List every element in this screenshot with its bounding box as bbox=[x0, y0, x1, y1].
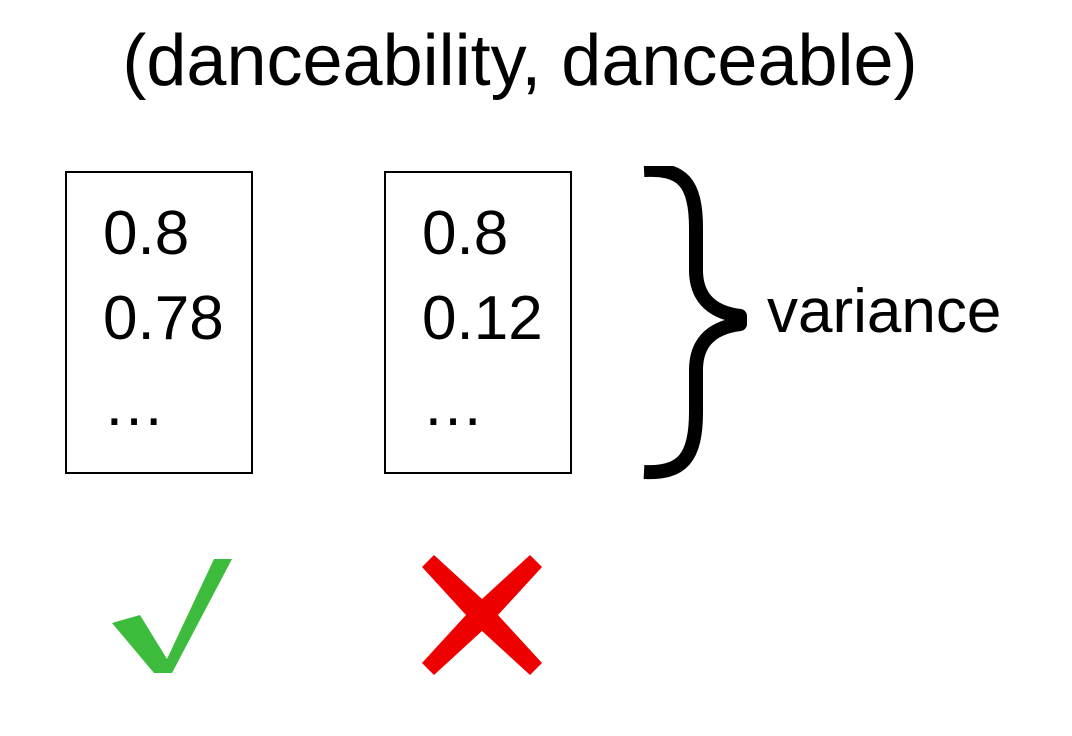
value-line: 0.8 bbox=[422, 199, 509, 268]
ellipsis-line: … bbox=[103, 370, 165, 439]
diagram-title: (danceability, danceable) bbox=[122, 21, 918, 101]
variance-label: variance bbox=[767, 277, 1002, 346]
cross-icon bbox=[422, 555, 542, 675]
ellipsis-line: … bbox=[422, 370, 484, 439]
value-line: 0.78 bbox=[103, 284, 224, 353]
value-line: 0.12 bbox=[422, 284, 543, 353]
value-box-inconsistent: 0.8 0.12 … bbox=[384, 171, 572, 474]
check-icon bbox=[112, 559, 232, 673]
curly-brace-icon bbox=[643, 166, 747, 480]
value-line: 0.8 bbox=[103, 199, 190, 268]
value-box-consistent: 0.8 0.78 … bbox=[65, 171, 253, 474]
